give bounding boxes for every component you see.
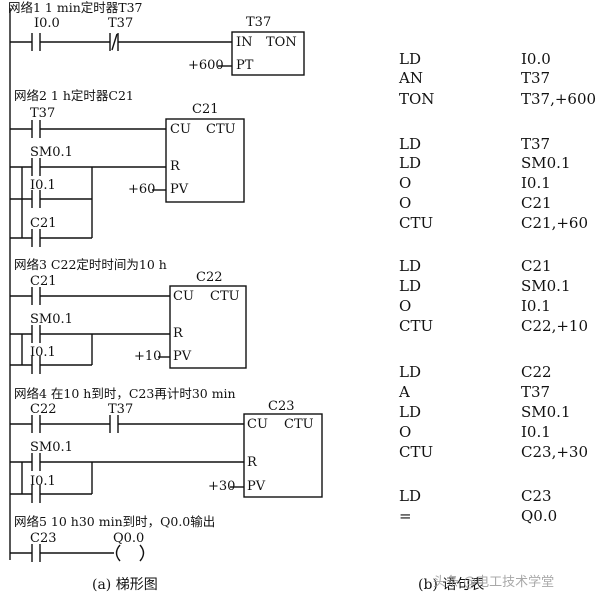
stl-caption: (b) 语句表 <box>418 577 485 593</box>
network-5-title: 网络5 10 h30 min到时，Q0.0输出 <box>14 514 216 529</box>
counter-r-label: R <box>173 326 183 341</box>
timer-type-label: TON <box>266 35 297 50</box>
timer-preset: +600 <box>188 58 224 73</box>
stl-operand: C21 <box>521 194 552 212</box>
stl-operand: SM0.1 <box>521 277 571 295</box>
contact-label: C23 <box>30 531 57 546</box>
stl-instruction: CTU <box>399 443 434 461</box>
counter-r-label: R <box>247 455 257 470</box>
stl-instruction: O <box>399 297 412 315</box>
timer-in-label: IN <box>236 35 253 50</box>
counter-preset: +10 <box>134 349 162 364</box>
counter-box-name: C23 <box>268 399 295 414</box>
watermark: 头条 @电工技术学堂 <box>433 575 555 590</box>
network-4-title: 网络4 在10 h到时，C23再计时30 min <box>14 386 236 401</box>
counter-preset: +60 <box>128 182 156 197</box>
stl-instruction: A <box>399 383 410 401</box>
counter-cu-label: CU <box>247 417 268 432</box>
coil-label: Q0.0 <box>113 531 145 546</box>
stl-operand: Q0.0 <box>521 507 558 525</box>
counter-type-label: CTU <box>284 417 314 432</box>
stl-instruction: LD <box>399 154 421 172</box>
contact-label: C21 <box>30 274 57 289</box>
stl-operand: I0.1 <box>521 423 551 441</box>
timer-box-name: T37 <box>246 15 272 30</box>
stl-instruction: TON <box>399 90 435 108</box>
stl-operand: T37 <box>521 69 551 87</box>
stl-instruction: LD <box>399 487 421 505</box>
stl-operand: C23,+30 <box>521 443 588 461</box>
stl-instruction: LD <box>399 50 421 68</box>
counter-r-label: R <box>170 159 180 174</box>
contact-label: T37 <box>30 106 56 121</box>
stl-operand: C22 <box>521 363 552 381</box>
stl-operand: C21,+60 <box>521 214 588 232</box>
contact-label: T37 <box>108 16 134 31</box>
contact-label: SM0.1 <box>30 312 73 327</box>
stl-instruction: LD <box>399 257 421 275</box>
counter-type-label: CTU <box>206 122 236 137</box>
timer-pt-label: PT <box>236 58 254 73</box>
stl-operand: SM0.1 <box>521 154 571 172</box>
counter-cu-label: CU <box>170 122 191 137</box>
stl-instruction: CTU <box>399 317 434 335</box>
stl-instruction: LD <box>399 403 421 421</box>
counter-pv-label: PV <box>247 479 266 494</box>
stl-instruction: O <box>399 194 412 212</box>
stl-instruction: LD <box>399 363 421 381</box>
ladder-caption: (a) 梯形图 <box>92 577 158 593</box>
stl-operand: C22,+10 <box>521 317 588 335</box>
counter-box-name: C22 <box>196 270 223 285</box>
stl-instruction: O <box>399 174 412 192</box>
contact-label: I0.1 <box>30 345 56 360</box>
counter-cu-label: CU <box>173 289 194 304</box>
counter-pv-label: PV <box>173 349 192 364</box>
stl-operand: T37 <box>521 135 551 153</box>
stl-operand: I0.1 <box>521 297 551 315</box>
stl-instruction: O <box>399 423 412 441</box>
counter-box-name: C21 <box>192 102 219 117</box>
stl-instruction: = <box>399 507 412 525</box>
stl-operand: T37,+600 <box>521 90 597 108</box>
stl-operand: C21 <box>521 257 552 275</box>
stl-instruction: AN <box>399 69 423 87</box>
stl-instruction: LD <box>399 277 421 295</box>
stl-operand: T37 <box>521 383 551 401</box>
contact-label: I0.1 <box>30 178 56 193</box>
stl-operand: I0.1 <box>521 174 551 192</box>
contact-label: C21 <box>30 216 57 231</box>
network-1-title: 网络1 1 min定时器T37 <box>8 0 143 15</box>
counter-type-label: CTU <box>210 289 240 304</box>
contact-label: SM0.1 <box>30 145 73 160</box>
stl-operand: I0.0 <box>521 50 551 68</box>
counter-pv-label: PV <box>170 182 189 197</box>
contact-label: C22 <box>30 402 57 417</box>
stl-instruction: LD <box>399 135 421 153</box>
stl-instruction: CTU <box>399 214 434 232</box>
contact-label: I0.0 <box>34 16 60 31</box>
counter-preset: +30 <box>208 479 236 494</box>
contact-label: T37 <box>108 402 134 417</box>
network-2-title: 网络2 1 h定时器C21 <box>14 88 134 103</box>
stl-operand: SM0.1 <box>521 403 571 421</box>
stl-operand: C23 <box>521 487 552 505</box>
network-3-title: 网络3 C22定时时间为10 h <box>14 257 167 272</box>
contact-label: SM0.1 <box>30 440 73 455</box>
contact-label: I0.1 <box>30 474 56 489</box>
